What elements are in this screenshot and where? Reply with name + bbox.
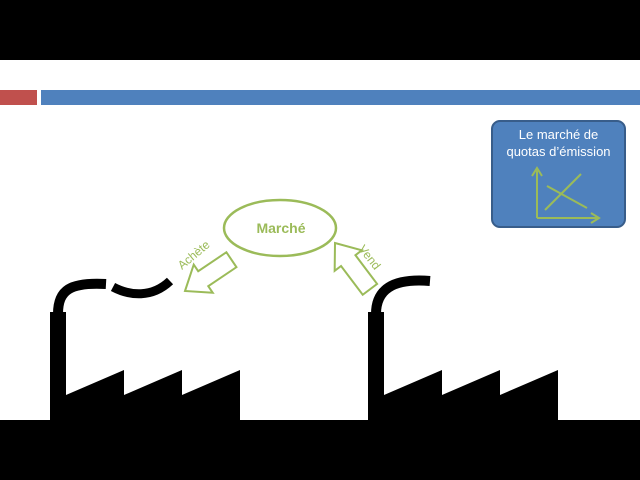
- letterbox-top: [0, 0, 640, 60]
- info-box-title-line1: Le marché de: [518, 127, 599, 142]
- chart-y-arrowhead: [531, 166, 543, 177]
- market-label: Marché: [256, 220, 305, 236]
- chart-demand-line: [546, 185, 588, 209]
- header-accent-red: [0, 90, 37, 105]
- header-accent-blue: [41, 90, 640, 105]
- factory-body-right: [368, 312, 558, 420]
- letterbox-bottom: [0, 420, 640, 480]
- buy-arrow: [183, 250, 238, 294]
- info-box-title: Le marché de quotas d’émission: [493, 126, 624, 160]
- info-box-title-line2: quotas d’émission: [506, 144, 611, 159]
- smoke-left-1: [53, 278, 107, 315]
- smoke-right: [371, 275, 431, 315]
- buy-arrow-shape: [183, 250, 238, 294]
- sell-arrow-shape: [333, 241, 379, 297]
- chart-supply-line: [544, 173, 582, 211]
- supply-demand-chart-icon: [531, 166, 601, 224]
- smoke-left-2: [110, 277, 174, 299]
- factory-icon: [50, 277, 240, 420]
- market-node: Marché: [222, 198, 338, 258]
- factory-body-left: [50, 312, 240, 420]
- factory-icon: [368, 275, 558, 420]
- emissions-market-info-box: Le marché de quotas d’émission: [491, 120, 626, 228]
- sell-arrow: [333, 241, 379, 297]
- chart-x-arrowhead: [590, 212, 601, 224]
- market-ellipse: [222, 198, 338, 258]
